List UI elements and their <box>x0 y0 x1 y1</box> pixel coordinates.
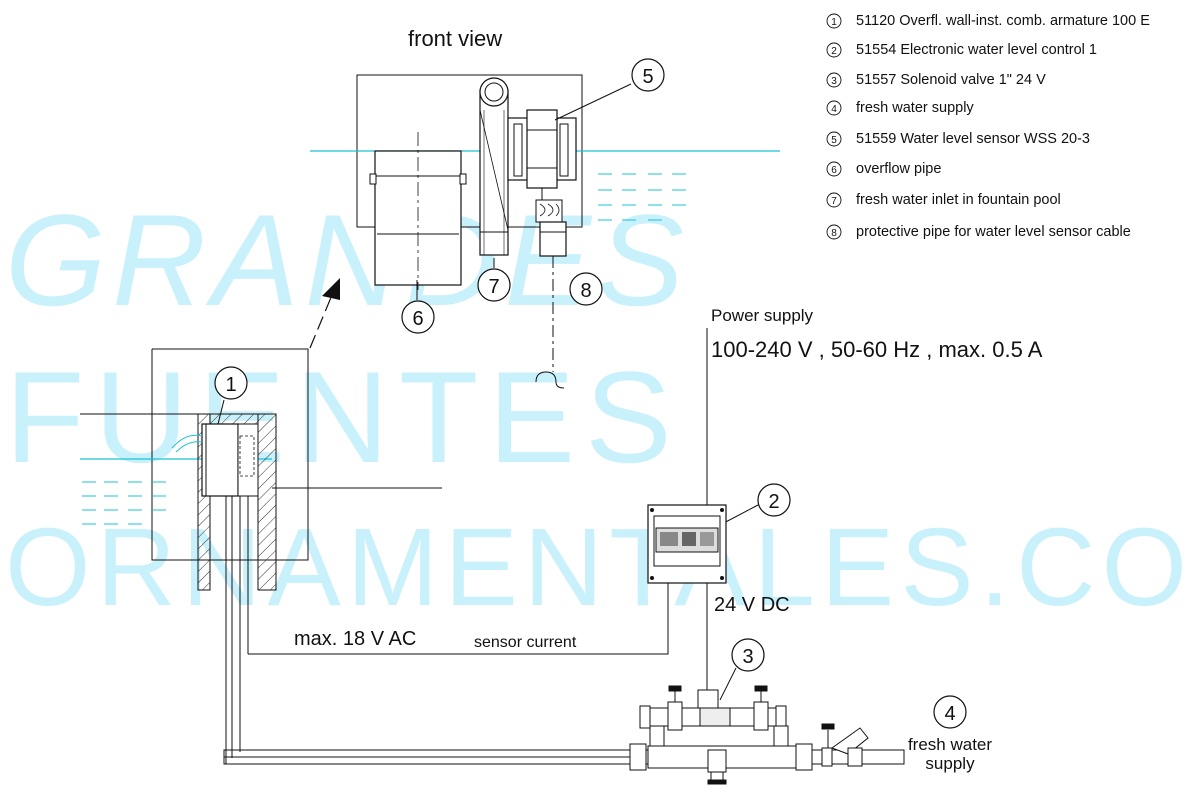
power-supply-label: Power supply <box>711 306 814 325</box>
legend-number: 8 <box>831 228 837 239</box>
water-waves-detail <box>82 481 166 525</box>
legend-item: 8 protective pipe for water level sensor … <box>826 224 1131 240</box>
legend-item: 4 fresh water supply <box>826 100 974 116</box>
legend-text: 51120 Overfl. wall-inst. comb. armature … <box>856 13 1150 29</box>
legend-number: 1 <box>831 17 837 28</box>
legend-item: 6 overflow pipe <box>826 161 941 177</box>
callout-6: 6 <box>401 300 435 334</box>
solenoid-valve <box>697 689 719 709</box>
legend-text: fresh water inlet in fountain pool <box>856 192 1061 208</box>
legend-number: 5 <box>831 135 837 146</box>
legend-item: 3 51557 Solenoid valve 1" 24 V <box>826 72 1046 88</box>
legend-text: protective pipe for water level sensor c… <box>856 224 1131 240</box>
legend-text: 51554 Electronic water level control 1 <box>856 42 1097 58</box>
ac-voltage-label: max. 18 V AC <box>294 628 416 650</box>
callout-4: 4 <box>933 695 967 729</box>
fresh-water-label-2: supply <box>925 754 975 773</box>
front-view: front view <box>310 26 780 389</box>
svg-text:4: 4 <box>944 703 955 725</box>
callout-1: 1 <box>214 366 248 400</box>
callout-8: 8 <box>569 272 603 306</box>
svg-text:2: 2 <box>768 491 779 513</box>
watermark-line-1: GRANDES <box>5 187 690 333</box>
detail-arrow <box>309 278 340 349</box>
overflow-armature <box>201 423 239 497</box>
power-supply-spec: 100-240 V , 50-60 Hz , max. 0.5 A <box>711 337 1043 362</box>
watermark-line-3: ORNAMENTALES.COM <box>5 506 1200 629</box>
wall-right <box>257 413 277 591</box>
callout-7: 7 <box>477 268 511 302</box>
legend-number: 3 <box>831 76 837 87</box>
callout-5: 5 <box>631 58 665 92</box>
dc-voltage-label: 24 V DC <box>714 594 790 616</box>
legend-text: 51559 Water level sensor WSS 20-3 <box>856 131 1090 147</box>
water-waves-front <box>598 173 686 221</box>
legend-text: 51557 Solenoid valve 1" 24 V <box>856 72 1046 88</box>
svg-text:5: 5 <box>642 66 653 88</box>
legend-text: fresh water supply <box>856 100 974 116</box>
callout-3: 3 <box>731 638 765 672</box>
watermark-line-2: FUENTES <box>5 344 682 490</box>
watermark: GRANDES FUENTES ORNAMENTALES.COM <box>5 187 1200 629</box>
legend: 1 51120 Overfl. wall-inst. comb. armature… <box>826 13 1150 240</box>
callout-2: 2 <box>757 483 791 517</box>
legend-number: 2 <box>831 46 837 57</box>
armature-detail <box>80 348 442 764</box>
legend-text: overflow pipe <box>856 161 941 177</box>
sensor-current-label: sensor current <box>474 634 577 651</box>
legend-item: 7 fresh water inlet in fountain pool <box>826 192 1061 208</box>
callouts: 5 6 7 8 1 2 3 4 <box>214 58 967 729</box>
valve-assembly <box>223 685 905 785</box>
water-level-sensor <box>507 109 577 257</box>
electronic-level-control <box>647 504 727 584</box>
front-view-title: front view <box>408 26 502 51</box>
svg-text:1: 1 <box>225 374 236 396</box>
sensor-current-line <box>248 583 669 655</box>
svg-text:3: 3 <box>742 646 753 668</box>
legend-number: 6 <box>831 165 837 176</box>
svg-text:8: 8 <box>580 280 591 302</box>
svg-text:6: 6 <box>412 308 423 330</box>
legend-item: 2 51554 Electronic water level control 1 <box>826 42 1097 58</box>
fresh-water-label-1: fresh water <box>908 735 992 754</box>
legend-item: 1 51120 Overfl. wall-inst. comb. armature… <box>826 13 1150 29</box>
legend-number: 7 <box>831 196 837 207</box>
legend-number: 4 <box>831 104 837 115</box>
legend-item: 5 51559 Water level sensor WSS 20-3 <box>826 131 1090 147</box>
svg-text:7: 7 <box>488 276 499 298</box>
